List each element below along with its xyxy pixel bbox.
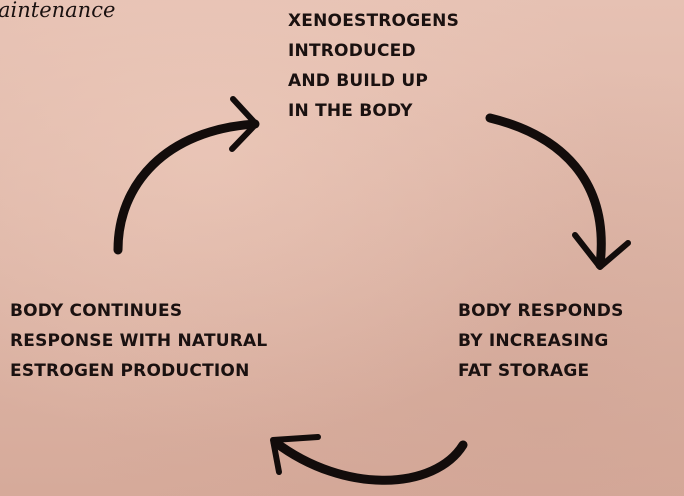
curved-arrow-icon [273, 437, 463, 480]
curved-arrow-icon [118, 99, 256, 250]
curved-arrow-icon [490, 118, 628, 267]
